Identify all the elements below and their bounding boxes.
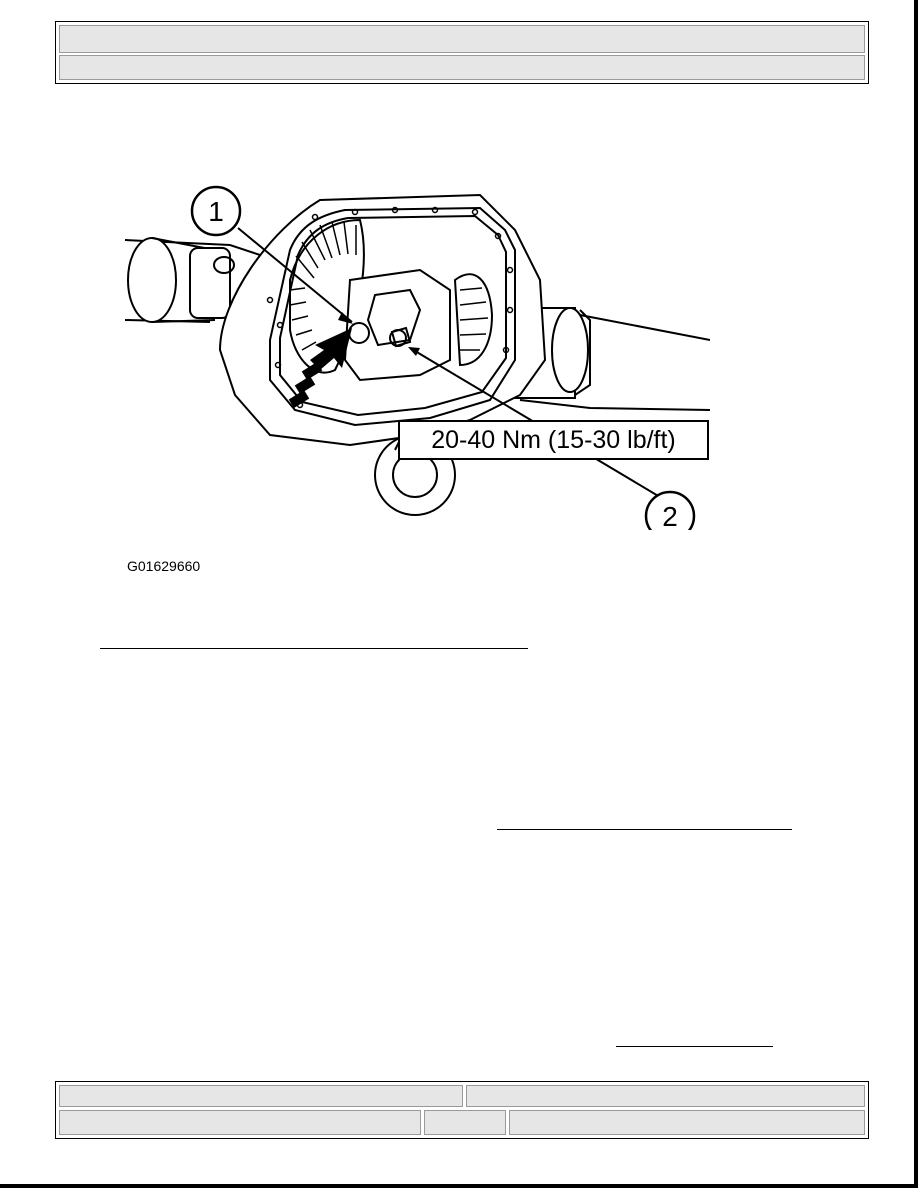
- footer-cell-left-bottom: [59, 1110, 421, 1135]
- footer-cell-right-bottom: [509, 1110, 865, 1135]
- callout-1-label: 1: [208, 196, 224, 227]
- header-table: [55, 21, 869, 84]
- differential-illustration: 1 2: [124, 185, 710, 530]
- footer-cell-right-top: [466, 1085, 865, 1107]
- footer-cell-mid-bottom: [424, 1110, 506, 1135]
- footer-cell-left-top: [59, 1085, 463, 1107]
- callout-1: 1: [190, 185, 242, 237]
- header-title-cell: [59, 25, 865, 53]
- figure-id: G01629660: [127, 558, 201, 574]
- link-underline-3[interactable]: [616, 1046, 773, 1047]
- link-underline-2[interactable]: [497, 829, 792, 830]
- callout-2-label: 2: [662, 501, 678, 530]
- footer-table: [55, 1081, 869, 1139]
- torque-spec-label: 20-40 Nm (15-30 lb/ft): [398, 420, 709, 460]
- callout-2: 2: [644, 490, 696, 530]
- header-subtitle-cell: [59, 55, 865, 80]
- link-underline-1[interactable]: [100, 648, 528, 649]
